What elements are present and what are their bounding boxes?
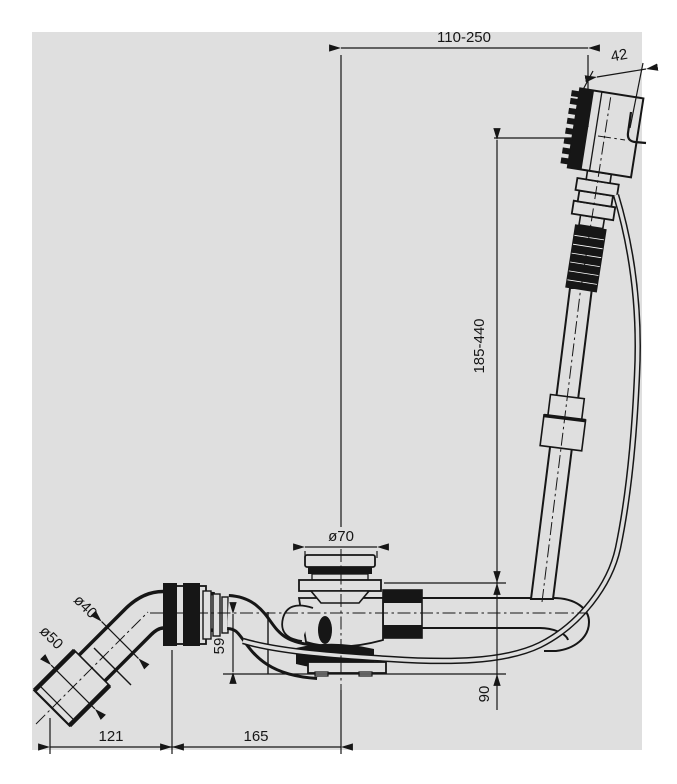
dim-top-span: 110-250 — [437, 29, 491, 46]
waste-trap — [281, 597, 387, 677]
hose-inlet-boss — [281, 604, 314, 642]
dim-line-o50 — [40, 654, 106, 720]
drain-plug — [298, 554, 382, 604]
dim-head-width: 42 — [610, 46, 629, 66]
rail-centerline — [541, 285, 582, 603]
dim-riser-height: 185-440 — [471, 318, 488, 373]
plug-flange — [298, 579, 382, 592]
spray-nozzles — [560, 90, 580, 165]
pipe-locknut — [382, 589, 423, 639]
dim-overflow-depth: 90 — [476, 686, 493, 703]
dim-line-o40 — [90, 610, 150, 670]
dim-line-head-width — [584, 63, 659, 83]
head-centerline-dash — [597, 135, 626, 141]
elbow-compression-nut — [163, 583, 229, 646]
shower-centerline — [580, 94, 612, 289]
dim-outlet-length: 121 — [98, 728, 123, 745]
shower-hose — [242, 194, 641, 665]
trap-base-plate — [307, 661, 387, 674]
hook-bracket — [626, 111, 647, 145]
dim-trap-to-drain: 165 — [243, 728, 268, 745]
dim-plug-diameter: ø70 — [328, 528, 354, 545]
dim-trap-height: 59 — [211, 638, 228, 655]
